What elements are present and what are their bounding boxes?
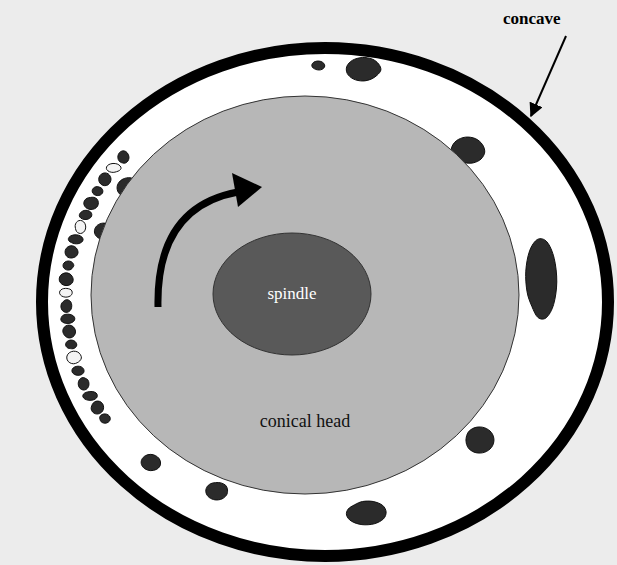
spindle-circle: spindle — [212, 232, 372, 356]
part-label: concave — [503, 9, 561, 29]
rock — [79, 210, 92, 219]
rotation-arrowhead — [232, 173, 262, 207]
rock — [63, 325, 76, 338]
rock — [346, 501, 386, 525]
part-name: conical head — [260, 411, 350, 432]
rock — [100, 414, 111, 423]
rock — [526, 239, 557, 319]
rock — [106, 163, 121, 172]
rock — [72, 366, 84, 375]
rock — [78, 378, 89, 390]
rock — [141, 454, 160, 470]
rock — [60, 288, 73, 297]
leader-arrow — [531, 36, 566, 116]
rock — [61, 300, 72, 313]
rock — [68, 235, 83, 244]
rock — [63, 261, 74, 270]
rock — [67, 351, 82, 364]
rock — [83, 392, 98, 401]
rock — [75, 220, 86, 233]
rock — [66, 340, 77, 349]
rock — [92, 187, 103, 196]
rock — [206, 483, 228, 500]
rock — [346, 57, 381, 81]
concave-ring — [42, 48, 608, 556]
rock-particles — [59, 57, 557, 524]
rock — [466, 427, 494, 453]
part-name: spindle — [267, 284, 316, 304]
rock — [312, 61, 325, 70]
rock — [118, 151, 129, 163]
rock — [61, 314, 75, 323]
rock — [99, 173, 111, 186]
rock — [91, 401, 103, 414]
conical-head: conical head spindle — [90, 95, 520, 495]
rock — [84, 197, 99, 209]
rock — [65, 246, 78, 258]
rock — [59, 273, 73, 286]
